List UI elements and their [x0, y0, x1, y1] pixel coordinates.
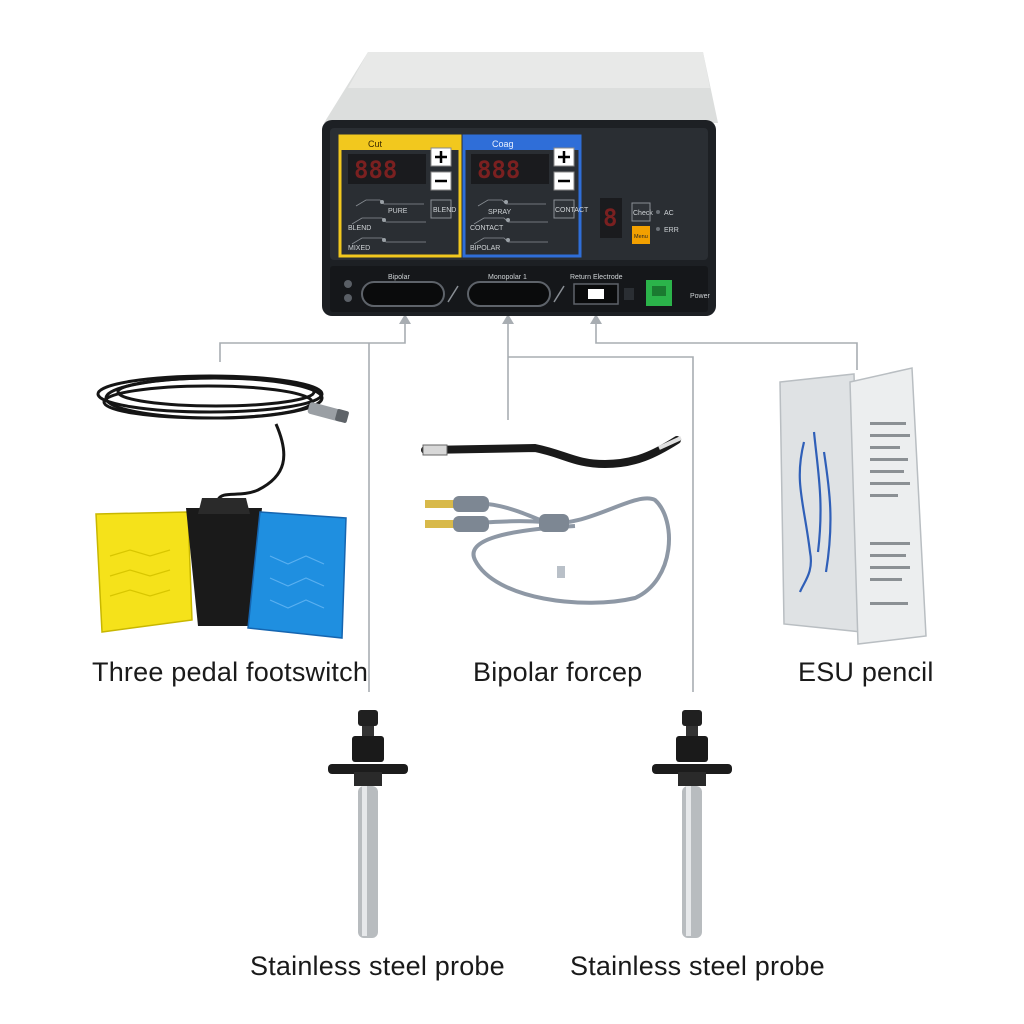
probe-left-image [328, 710, 408, 938]
coag-display: 888 [477, 156, 520, 184]
plus-icon[interactable] [553, 147, 575, 167]
check-button-label: Check [633, 210, 653, 217]
electrosurgical-unit: Cut 888 PURE BLEND MIXED BLEND Coag 888 [322, 52, 718, 316]
minus-icon[interactable] [553, 171, 575, 191]
coag-mode-3: BIPOLAR [470, 245, 500, 252]
port-1-label: Bipolar [388, 274, 410, 281]
connector-probe-right [508, 356, 694, 692]
footswitch-image [95, 374, 349, 639]
cut-panel: Cut 888 PURE BLEND MIXED BLEND [338, 134, 462, 258]
connector-pencil [595, 322, 858, 370]
cut-mode-1: PURE [388, 208, 408, 215]
coag-mode-button-label: CONTACT [555, 207, 589, 214]
status-display: 8 [603, 204, 617, 232]
status-2: ERR [664, 227, 679, 234]
port-2-label: Monopolar 1 [488, 274, 527, 281]
probe-right-image [652, 710, 732, 938]
arrow-up-icon [399, 314, 411, 324]
power-label: Power [690, 293, 711, 300]
plus-icon[interactable] [430, 147, 452, 167]
caption-probe-right: Stainless steel probe [570, 951, 825, 981]
blue-pedal [247, 511, 347, 639]
bipolar-port[interactable] [361, 281, 445, 307]
cut-mode-2: BLEND [348, 225, 371, 232]
cut-mode-button[interactable] [430, 199, 452, 219]
menu-button-label: Menu [634, 234, 648, 240]
monopolar-port[interactable] [467, 281, 551, 307]
arrow-up-icon [590, 314, 602, 324]
cable-coil-icon [96, 374, 324, 501]
caption-footswitch: Three pedal footswitch [92, 657, 369, 687]
yellow-pedal [95, 511, 193, 633]
connector-footswitch [219, 322, 406, 362]
coag-mode-2: CONTACT [470, 225, 504, 232]
caption-forcep: Bipolar forcep [473, 657, 643, 687]
cut-label: Cut [368, 139, 383, 149]
cut-display: 888 [354, 156, 397, 184]
minus-icon[interactable] [430, 171, 452, 191]
status-panel: 8 Check Menu AC ERR [600, 198, 679, 244]
coag-label: Coag [492, 139, 514, 149]
coag-panel: Coag 888 SPRAY CONTACT BIPOLAR CONTACT [462, 134, 589, 258]
cut-mode-3: MIXED [348, 245, 370, 252]
menu-button[interactable] [632, 226, 650, 244]
coag-mode-1: SPRAY [488, 209, 512, 216]
caption-probe-left: Stainless steel probe [250, 951, 505, 981]
check-button[interactable] [631, 202, 651, 222]
arrow-up-icon [502, 314, 514, 324]
center-housing [186, 508, 262, 626]
port-3-label: Return Electrode [570, 274, 623, 281]
caption-pencil: ESU pencil [798, 657, 934, 687]
cut-mode-button-label: BLEND [433, 207, 456, 214]
esu-pencil-image [779, 367, 927, 645]
status-1: AC [664, 210, 674, 217]
coag-mode-button[interactable] [553, 199, 575, 219]
bipolar-forcep-image [421, 436, 682, 605]
